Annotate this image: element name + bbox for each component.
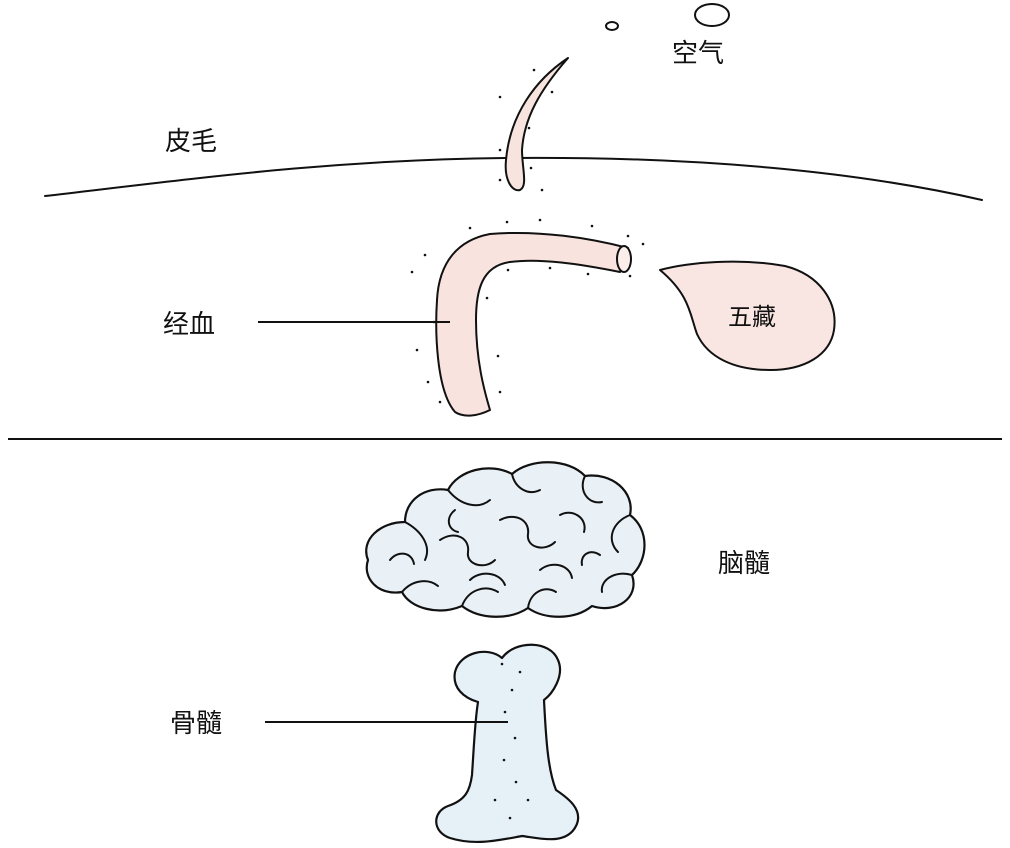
bone-marrow-label: 骨髓	[170, 709, 222, 739]
air-bubbles	[605, 3, 730, 31]
meridian-blood-label: 经血	[163, 310, 215, 340]
skin-hair-label: 皮毛	[165, 127, 217, 157]
air-label: 空气	[672, 39, 724, 69]
air-bubble-small	[605, 21, 619, 31]
hair-strand	[498, 57, 569, 192]
skin-surface-line	[44, 156, 983, 201]
bone	[435, 643, 580, 844]
organ-shape	[659, 260, 836, 371]
vessel-opening	[616, 245, 632, 273]
vessel	[410, 218, 645, 417]
bone-dots	[493, 662, 530, 820]
brain-marrow-label: 脑髓	[718, 549, 770, 579]
air-bubble-large	[694, 3, 730, 27]
five-organs-label: 五藏	[728, 303, 776, 331]
brain-folds	[389, 473, 633, 609]
hair-dots	[498, 68, 554, 192]
brain	[365, 461, 646, 618]
